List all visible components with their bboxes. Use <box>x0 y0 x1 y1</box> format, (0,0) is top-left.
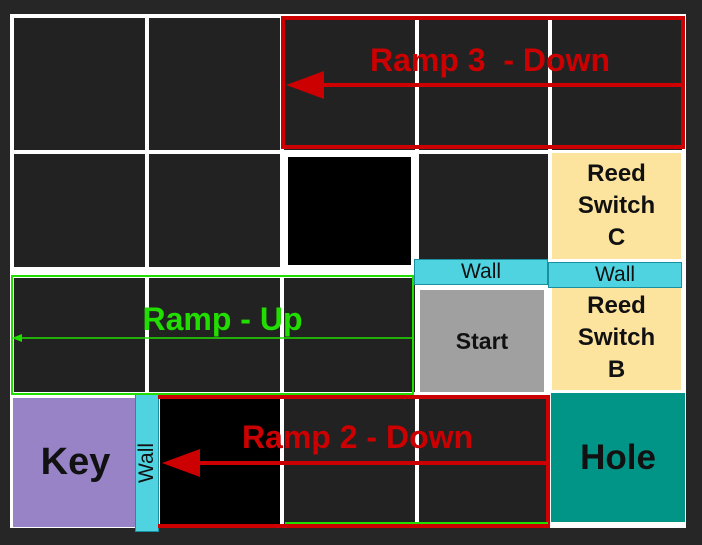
grid-cell <box>14 18 145 150</box>
ramp-2-green-edge <box>285 522 548 524</box>
start-tile: Start <box>420 290 544 392</box>
wall-top-right: Wall <box>548 262 682 288</box>
grid-cell <box>149 278 280 392</box>
grid-cell <box>14 154 145 267</box>
blocked-cell <box>288 157 411 265</box>
ramp-2-label: Ramp 2 - Down <box>241 418 474 455</box>
wall-left-vertical: Wall <box>135 393 159 532</box>
grid-cell <box>284 278 415 392</box>
hole-tile: Hole <box>551 393 685 522</box>
grid-cell <box>419 154 548 262</box>
key-tile: Key <box>13 398 138 527</box>
reed-switch-c-tile: Reed Switch C <box>552 153 681 259</box>
grid-cell <box>149 18 280 150</box>
ramp-3-label: Ramp 3 - Down <box>369 41 610 78</box>
reed-switch-b-tile: Reed Switch B <box>552 286 681 390</box>
wall-left-label: Wall <box>135 442 158 483</box>
ramp-up-label: Ramp - Up <box>142 300 303 337</box>
grid-cell <box>14 278 145 392</box>
ramp-3-outline <box>281 16 685 149</box>
grid-cell <box>149 154 280 267</box>
wall-top-middle: Wall <box>414 259 548 285</box>
